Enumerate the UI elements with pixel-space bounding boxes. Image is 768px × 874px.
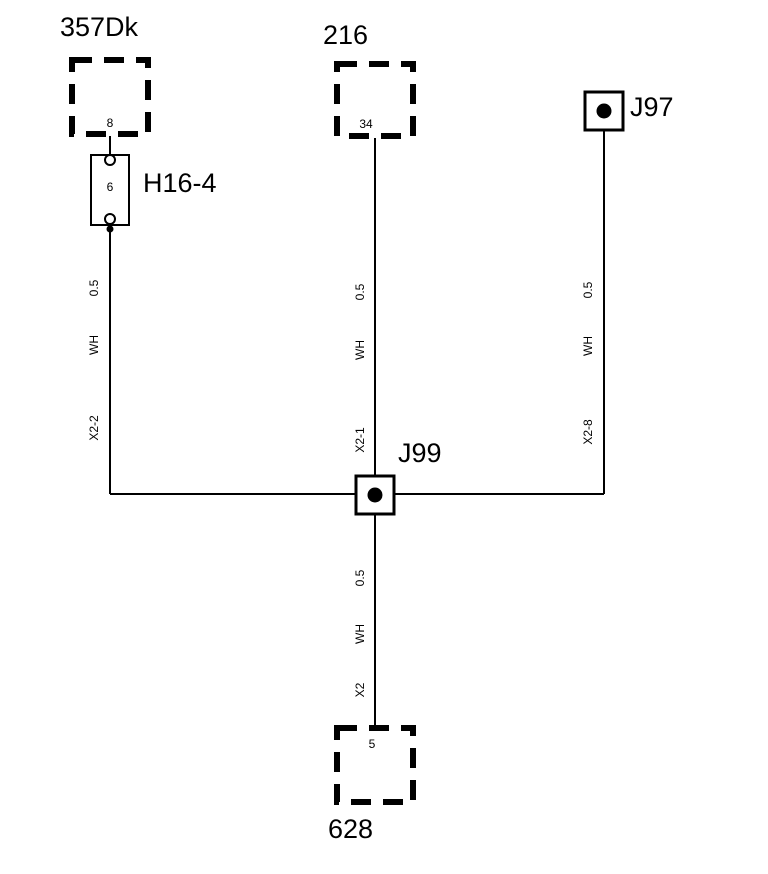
component-628-label: 628 bbox=[328, 814, 373, 844]
connector-h16-4-pin: 6 bbox=[107, 180, 114, 194]
connector-h16-4-label: H16-4 bbox=[143, 168, 217, 198]
connector-h16-4-terminal-dot bbox=[106, 225, 114, 233]
component-216-box bbox=[334, 61, 416, 139]
component-628-pin: 5 bbox=[369, 737, 376, 751]
junction-j97-dot bbox=[596, 103, 612, 119]
component-628-box bbox=[334, 725, 416, 805]
wire2-color: WH bbox=[353, 340, 367, 360]
wire4-size: 0.5 bbox=[353, 569, 367, 586]
wire3-size: 0.5 bbox=[581, 281, 595, 298]
wire1-connector: X2-2 bbox=[87, 415, 101, 441]
wire1-color: WH bbox=[87, 335, 101, 355]
component-357dk-label: 357Dk bbox=[60, 12, 139, 42]
connector-h16-4-pin-top bbox=[104, 154, 116, 166]
component-216-pin: 34 bbox=[359, 117, 373, 131]
wire4-color: WH bbox=[353, 624, 367, 644]
junction-j99-box bbox=[354, 474, 396, 516]
connector-h16-4-pin-bottom bbox=[104, 213, 116, 225]
component-216-label: 216 bbox=[323, 20, 368, 50]
wire2-size: 0.5 bbox=[353, 283, 367, 300]
wire2-connector: X2-1 bbox=[353, 427, 367, 453]
junction-j99-dot bbox=[367, 487, 383, 503]
component-357dk-pin: 8 bbox=[107, 116, 114, 130]
wire3-connector: X2-8 bbox=[581, 419, 595, 445]
junction-j99-label: J99 bbox=[398, 438, 442, 468]
wire4-connector: X2 bbox=[353, 682, 367, 697]
wire1-size: 0.5 bbox=[87, 279, 101, 296]
junction-j97-label: J97 bbox=[630, 92, 674, 122]
wire3-color: WH bbox=[581, 336, 595, 356]
component-357dk-box bbox=[69, 57, 151, 137]
